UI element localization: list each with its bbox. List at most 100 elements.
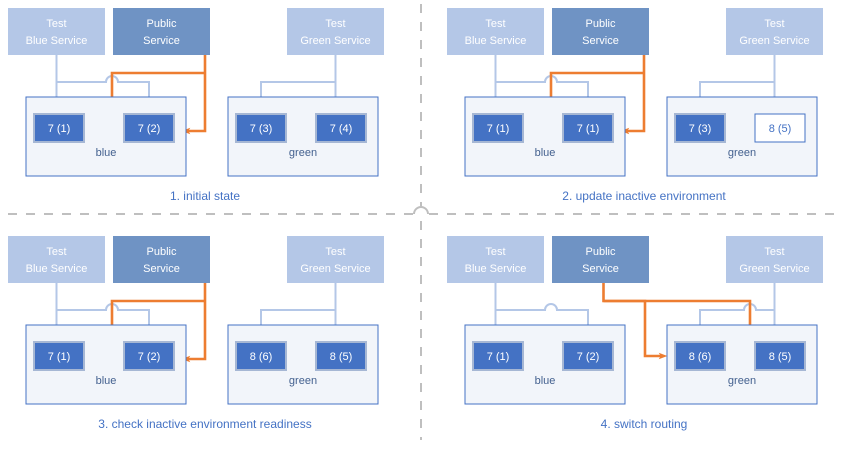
instance-label: 7 (4) [330,123,353,135]
instance-blue-inst-1[interactable]: 7 (1) [33,113,85,143]
instance-label: 8 (5) [769,351,792,363]
instance-box[interactable] [235,341,287,371]
service-box[interactable] [447,236,544,283]
service-box[interactable] [552,8,649,55]
service-box[interactable] [447,8,544,55]
arrow-public-to-blue-instance-2 [181,55,207,135]
environment-label: blue [96,375,117,387]
instance-label: 7 (1) [48,123,71,135]
environment-blue[interactable]: blue 7 (1) 7 (2) [464,324,626,405]
service-box[interactable] [726,8,823,55]
instance-label: 7 (1) [487,351,510,363]
instance-green-inst-2[interactable]: 8 (5) [754,341,806,371]
service-box[interactable] [726,236,823,283]
service-label-line2: Green Service [739,263,809,275]
instance-green-inst-2[interactable]: 8 (5) [315,341,367,371]
instance-box[interactable] [472,113,524,143]
instance-box[interactable] [754,341,806,371]
service-box[interactable] [552,236,649,283]
service-box[interactable] [287,236,384,283]
instance-label: 7 (2) [138,351,161,363]
service-label-line1: Test [485,246,505,258]
instance-green-inst-2[interactable]: 7 (4) [315,113,367,143]
instance-box[interactable] [674,341,726,371]
environment-label: blue [535,375,556,387]
instance-green-inst-2[interactable]: 8 (5) [754,113,806,143]
instance-box[interactable] [33,113,85,143]
arrow-test-blue-to-instance-2 [495,303,592,335]
service-box[interactable] [113,8,210,55]
instance-label: 7 (1) [577,123,600,135]
instance-box[interactable] [33,341,85,371]
environment-label: green [728,147,756,159]
service-label-line2: Service [582,263,619,275]
environment-label: green [728,375,756,387]
instance-box[interactable] [315,113,367,143]
instance-blue-inst-2[interactable]: 7 (2) [562,341,614,371]
instance-blue-inst-1[interactable]: 7 (1) [33,341,85,371]
arrow-public-to-blue-instance-2 [620,55,646,135]
service-label-line1: Test [764,246,784,258]
instance-box[interactable] [562,341,614,371]
panel-dividers [8,4,840,440]
instance-green-inst-1[interactable]: 8 (6) [674,341,726,371]
service-box[interactable] [113,236,210,283]
service-box[interactable] [287,8,384,55]
instance-box[interactable] [315,341,367,371]
instance-box[interactable] [754,113,806,143]
environment-blue[interactable]: blue 7 (1) 7 (2) [25,324,187,405]
arrow-public-to-blue-instance-2 [181,283,207,363]
panel-caption: 3. check inactive environment readiness [98,417,311,431]
arrow-test-green-to-instance-1 [258,309,336,335]
panel-caption: 4. switch routing [601,417,688,431]
instance-box[interactable] [562,113,614,143]
environment-label: green [289,375,317,387]
arrow-test-green-to-instance-1 [697,81,775,107]
service-label-line1: Public [586,18,616,30]
service-label-line1: Public [586,246,616,258]
arrow-test-green-to-instance-1 [258,81,336,107]
service-box[interactable] [8,8,105,55]
instance-blue-inst-1[interactable]: 7 (1) [472,113,524,143]
instance-box[interactable] [123,113,175,143]
service-label-line1: Test [46,18,66,30]
instance-green-inst-1[interactable]: 7 (3) [235,113,287,143]
instance-blue-inst-1[interactable]: 7 (1) [472,341,524,371]
instance-green-inst-1[interactable]: 7 (3) [674,113,726,143]
service-box[interactable] [8,236,105,283]
instance-green-inst-1[interactable]: 8 (6) [235,341,287,371]
service-label-line1: Test [325,246,345,258]
service-label-line2: Blue Service [26,35,88,47]
instance-box[interactable] [235,113,287,143]
service-label-line1: Test [325,18,345,30]
service-label-line2: Service [582,35,619,47]
divider-crossing-hop [413,206,429,215]
instance-label: 8 (5) [330,351,353,363]
service-label-line1: Test [485,18,505,30]
instance-box[interactable] [472,341,524,371]
instance-box[interactable] [674,113,726,143]
instance-blue-inst-2[interactable]: 7 (2) [123,341,175,371]
instance-blue-inst-2[interactable]: 7 (1) [562,113,614,143]
instance-box[interactable] [123,341,175,371]
instance-blue-inst-2[interactable]: 7 (2) [123,113,175,143]
